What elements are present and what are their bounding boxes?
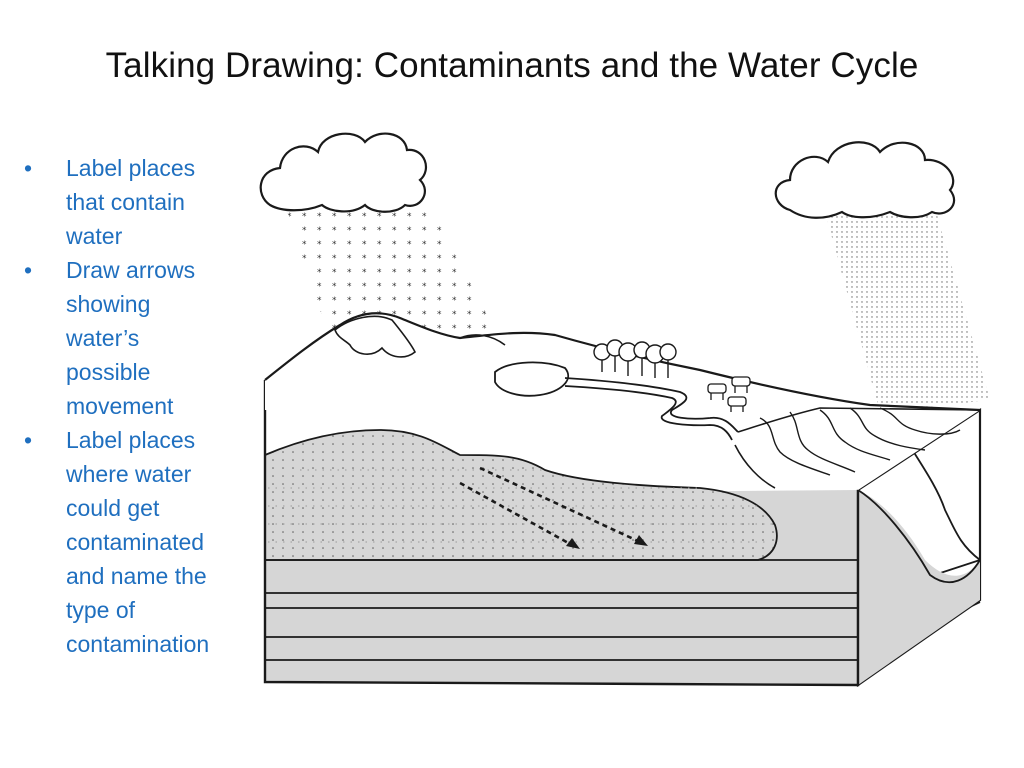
instruction-line: Label places — [66, 155, 196, 181]
ground-block — [263, 380, 982, 688]
tree-cluster-icon — [593, 339, 677, 378]
instruction-line: water’s — [66, 325, 140, 351]
instruction-list: • Label places that contain water • Draw… — [22, 151, 257, 661]
instruction-line: Draw arrows — [66, 257, 196, 283]
rainfall — [825, 208, 988, 412]
bullet-dot: • — [24, 257, 33, 283]
groundwater-flow-arrows — [459, 466, 648, 549]
instruction-item: • Label places that contain water — [22, 151, 257, 253]
instruction-line: contaminated — [66, 529, 205, 555]
instruction-line: contamination — [66, 631, 210, 657]
cloud-rain-icon — [774, 141, 956, 219]
cloud-snow-icon — [259, 132, 428, 213]
instruction-line: showing — [66, 291, 151, 317]
instruction-line: possible — [66, 359, 151, 385]
instruction-line: type of — [66, 597, 136, 623]
bullet-dot: • — [24, 427, 33, 453]
instruction-line: that contain — [66, 189, 185, 215]
slide-title: Talking Drawing: Contaminants and the Wa… — [105, 46, 919, 85]
water-cycle-diagram: * — [259, 132, 988, 688]
instruction-item: • Label places where water could get con… — [22, 423, 257, 661]
instruction-line: Label places — [66, 427, 196, 453]
instruction-line: and name the — [66, 563, 207, 589]
instruction-line: movement — [66, 393, 174, 419]
cattle-icon — [707, 376, 751, 412]
instruction-item: • Draw arrows showing water’s possible m… — [22, 253, 257, 423]
instruction-line: water — [66, 223, 123, 249]
bullet-dot: • — [24, 155, 33, 181]
landscape — [264, 312, 981, 490]
instruction-line: where water — [66, 461, 192, 487]
instruction-line: could get — [66, 495, 160, 521]
